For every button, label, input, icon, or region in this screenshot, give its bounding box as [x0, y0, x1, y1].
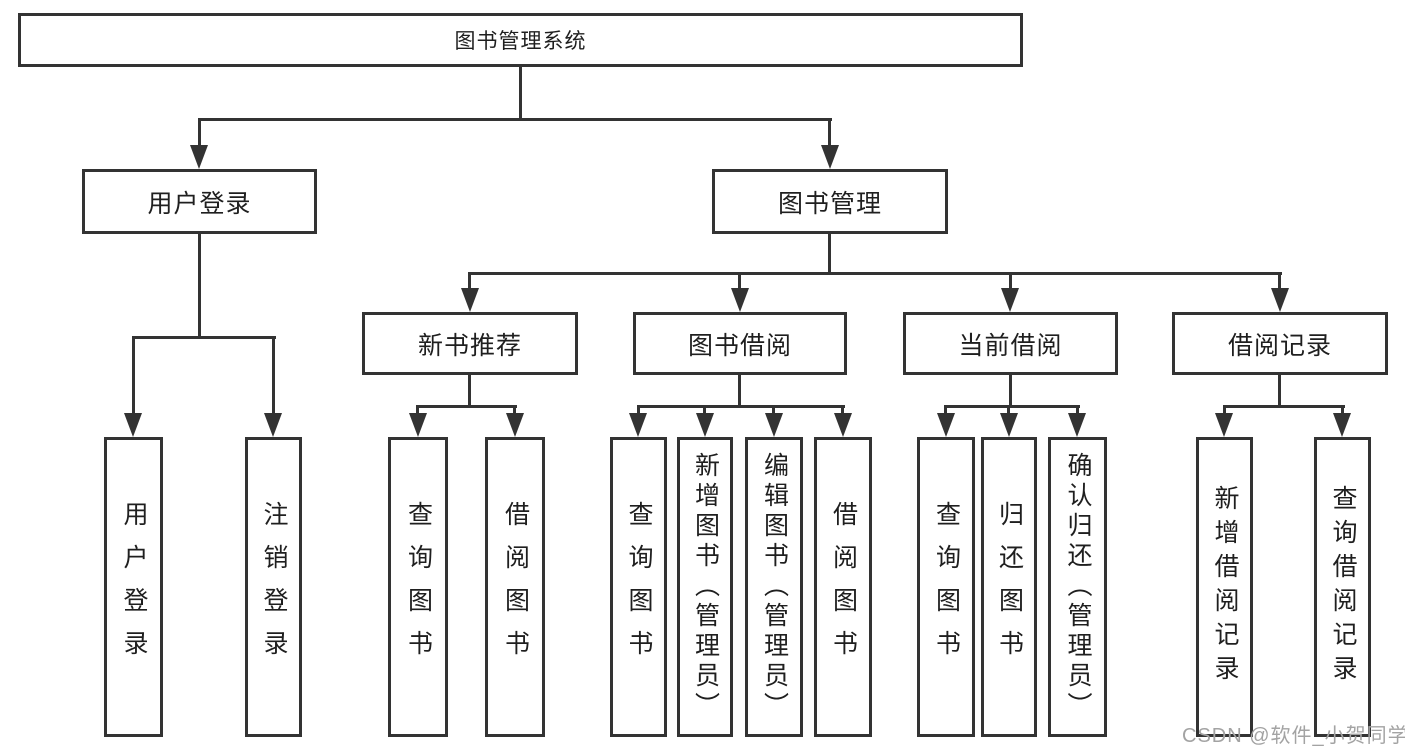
- down-arrow-icon: [461, 288, 479, 312]
- leaf-label: 查询图书: [404, 501, 433, 673]
- connector-current-borrow-drop: [1009, 272, 1012, 292]
- down-arrow-icon: [821, 145, 839, 169]
- connector-user-login-drop: [198, 118, 201, 146]
- down-arrow-icon: [1215, 413, 1233, 437]
- down-arrow-icon: [409, 413, 427, 437]
- connector-leaf-drop: [132, 336, 135, 417]
- leaf-records-search: 查询借阅记录: [1314, 437, 1371, 737]
- connector-borrow-records-stem: [1278, 375, 1281, 407]
- leaf-bookborrow-search: 查询图书: [610, 437, 667, 737]
- leaf-label: 确认归还（管理员）: [1064, 452, 1092, 722]
- down-arrow-icon: [937, 413, 955, 437]
- connector-leaf-drop: [841, 405, 844, 417]
- connector-leaf-drop: [272, 336, 275, 417]
- leaf-label: 归还图书: [995, 501, 1024, 673]
- connector-new-books-rail: [416, 405, 517, 408]
- leaf-label: 新增图书（管理员）: [691, 452, 720, 722]
- leaf-label: 查询图书: [932, 501, 961, 673]
- node-user-login: 用户登录: [82, 169, 317, 234]
- down-arrow-icon: [506, 413, 524, 437]
- down-arrow-icon: [1333, 413, 1351, 437]
- leaf-bookborrow-add: 新增图书（管理员）: [677, 437, 733, 737]
- connector-user-login-rail: [132, 336, 276, 339]
- node-book-management: 图书管理: [712, 169, 948, 234]
- leaf-records-add: 新增借阅记录: [1196, 437, 1253, 737]
- connector-borrow-records-rail: [1223, 405, 1345, 408]
- connector-leaf-drop: [416, 405, 419, 417]
- node-library-system: 图书管理系统: [18, 13, 1023, 67]
- down-arrow-icon: [696, 413, 714, 437]
- connector-book-borrow-rail: [637, 405, 845, 408]
- connector-book-borrow-stem: [738, 375, 741, 407]
- leaf-label: 编辑图书（管理员）: [760, 452, 789, 722]
- leaf-label: 用户登录: [120, 501, 148, 673]
- leaf-logout: 注销登录: [245, 437, 302, 737]
- node-current-borrow: 当前借阅: [903, 312, 1118, 375]
- down-arrow-icon: [1271, 288, 1289, 312]
- connector-book-mgmt-stem: [828, 234, 831, 274]
- connector-borrow-records-drop: [1278, 272, 1281, 292]
- watermark-text: CSDN @软件_小贺同学: [1182, 725, 1405, 747]
- connector-root-stem: [519, 67, 522, 120]
- leaf-label: 借阅图书: [829, 501, 858, 673]
- connector-leaf-drop: [1076, 405, 1079, 417]
- node-new-books: 新书推荐: [362, 312, 578, 375]
- connector-level3-rail: [468, 272, 1282, 275]
- leaf-label: 查询图书: [625, 501, 653, 673]
- leaf-bookborrow-borrow: 借阅图书: [814, 437, 872, 737]
- down-arrow-icon: [834, 413, 852, 437]
- connector-book-mgmt-drop: [828, 118, 831, 146]
- leaf-label: 新增借阅记录: [1211, 485, 1239, 689]
- leaf-label: 查询借阅记录: [1329, 485, 1357, 689]
- down-arrow-icon: [190, 145, 208, 169]
- node-book-borrow: 图书借阅: [633, 312, 847, 375]
- connector-current-borrow-rail: [944, 405, 1080, 408]
- down-arrow-icon: [1001, 288, 1019, 312]
- connector-new-books-stem: [468, 375, 471, 407]
- down-arrow-icon: [765, 413, 783, 437]
- connector-new-books-drop: [468, 272, 471, 292]
- leaf-label: 注销登录: [260, 501, 288, 673]
- connector-leaf-drop: [513, 405, 516, 417]
- leaf-newbooks-search: 查询图书: [388, 437, 448, 737]
- leaf-newbooks-borrow: 借阅图书: [485, 437, 545, 737]
- connector-leaf-drop: [1007, 405, 1010, 417]
- connector-leaf-drop: [637, 405, 640, 417]
- connector-level2-rail: [198, 118, 832, 121]
- leaf-current-search: 查询图书: [917, 437, 975, 737]
- connector-leaf-drop: [703, 405, 706, 417]
- leaf-label: 借阅图书: [501, 501, 530, 673]
- down-arrow-icon: [629, 413, 647, 437]
- connector-user-login-stem: [198, 234, 201, 338]
- connector-leaf-drop: [1223, 405, 1226, 417]
- down-arrow-icon: [1068, 413, 1086, 437]
- down-arrow-icon: [124, 413, 142, 437]
- down-arrow-icon: [264, 413, 282, 437]
- connector-leaf-drop: [772, 405, 775, 417]
- connector-book-borrow-drop: [738, 272, 741, 292]
- connector-current-borrow-stem: [1009, 375, 1012, 407]
- down-arrow-icon: [731, 288, 749, 312]
- leaf-bookborrow-edit: 编辑图书（管理员）: [745, 437, 803, 737]
- node-borrow-records: 借阅记录: [1172, 312, 1388, 375]
- leaf-current-return: 归还图书: [981, 437, 1037, 737]
- connector-leaf-drop: [944, 405, 947, 417]
- connector-leaf-drop: [1341, 405, 1344, 417]
- leaf-user-login: 用户登录: [104, 437, 163, 737]
- down-arrow-icon: [1000, 413, 1018, 437]
- leaf-current-confirm: 确认归还（管理员）: [1048, 437, 1107, 737]
